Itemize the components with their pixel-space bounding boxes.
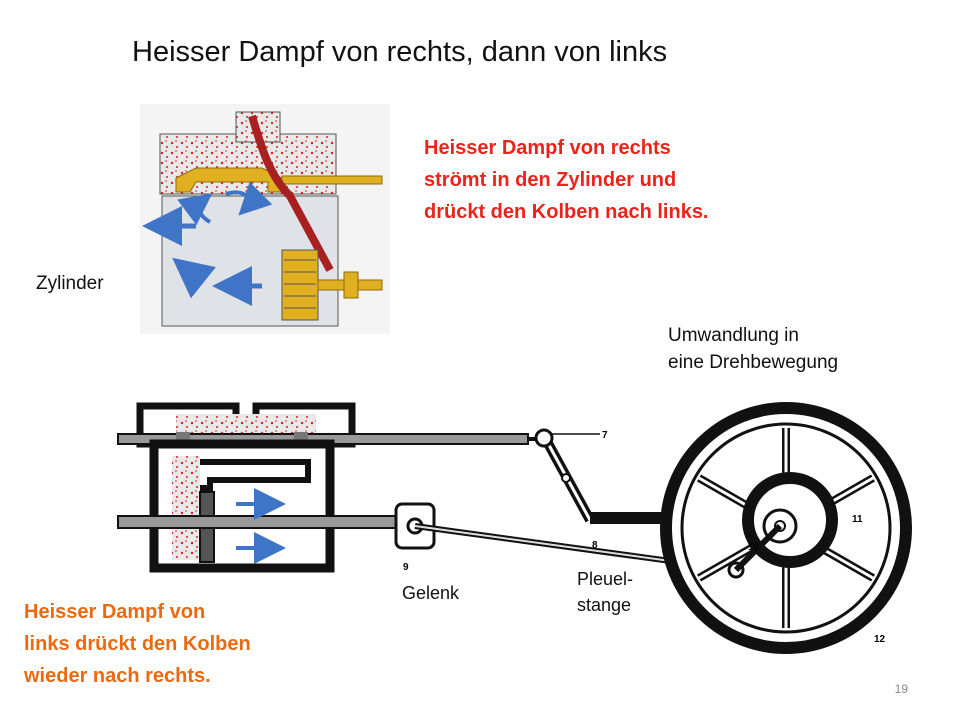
red-text-line-2: strömt in den Zylinder und bbox=[424, 169, 677, 191]
label-zylinder: Zylinder bbox=[36, 273, 104, 294]
slide-title: Heisser Dampf von rechts, dann von links bbox=[132, 36, 668, 68]
top-cylinder-group bbox=[140, 104, 390, 334]
umwandlung-line-2: eine Drehbewegung bbox=[668, 352, 839, 373]
orange-text-line-3: wieder nach rechts. bbox=[24, 665, 211, 687]
part-number-12: 12 bbox=[874, 634, 886, 645]
label-pleuelstange: Pleuel- stange bbox=[577, 566, 633, 618]
red-text-line-1: Heisser Dampf von rechts bbox=[424, 137, 671, 159]
page-number: 19 bbox=[894, 682, 908, 696]
bottom-engine-group bbox=[117, 402, 912, 654]
umwandlung-line-1: Umwandlung in bbox=[668, 325, 799, 346]
pleuel-line-1: Pleuel- bbox=[577, 569, 634, 589]
label-rotary-conversion: Umwandlung in eine Drehbewegung bbox=[668, 322, 838, 376]
label-gelenk: Gelenk bbox=[402, 583, 460, 603]
part-number-10: 10 bbox=[748, 542, 760, 553]
part-number-8: 8 bbox=[592, 540, 598, 551]
part-number-11: 11 bbox=[852, 514, 863, 525]
right-steam-description: Heisser Dampf von rechts strömt in den Z… bbox=[424, 132, 709, 228]
orange-text-line-1: Heisser Dampf von bbox=[24, 601, 206, 623]
pleuel-line-2: stange bbox=[577, 595, 632, 615]
left-steam-description: Heisser Dampf von links drückt den Kolbe… bbox=[24, 596, 251, 692]
part-number-7: 7 bbox=[602, 430, 608, 441]
orange-text-line-2: links drückt den Kolben bbox=[24, 633, 251, 655]
part-number-9: 9 bbox=[403, 562, 409, 573]
red-text-line-3: drückt den Kolben nach links. bbox=[424, 201, 709, 223]
